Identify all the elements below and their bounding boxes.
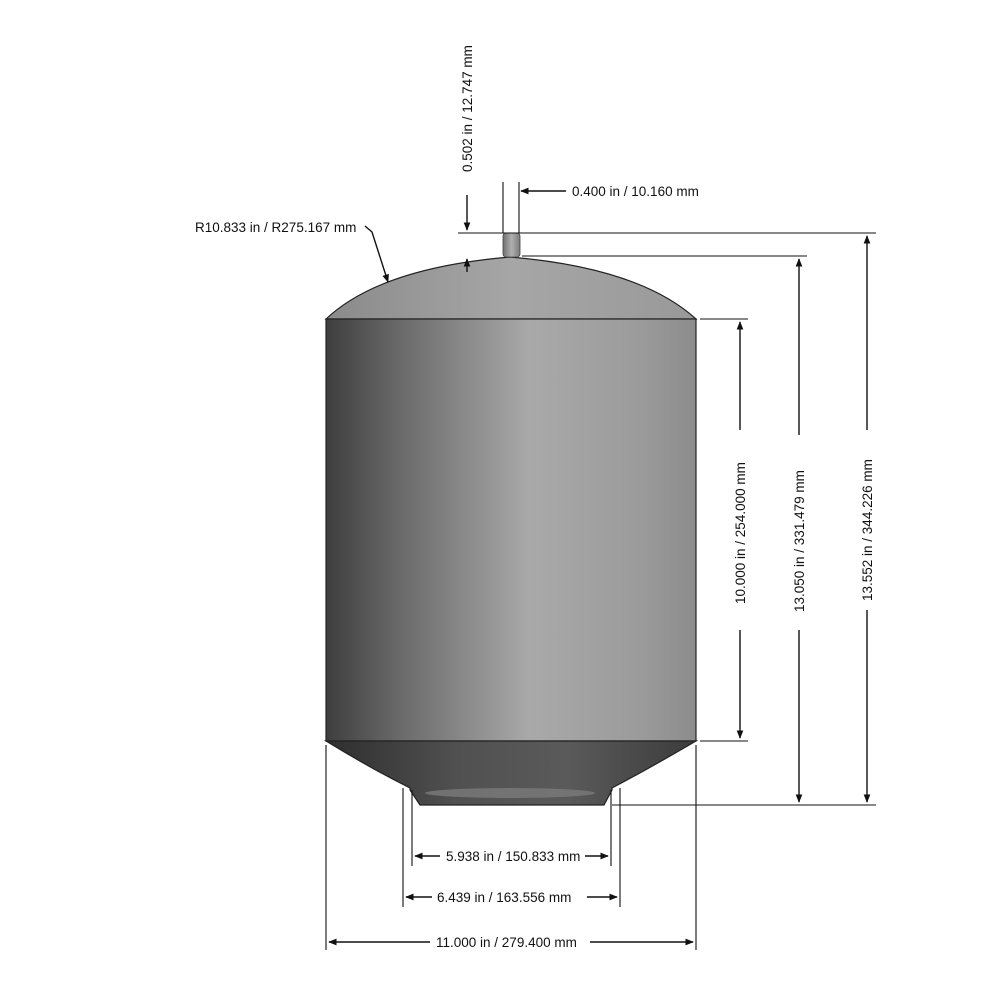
base-inner-width-label: 5.938 in / 150.833 mm <box>446 849 580 864</box>
top-dome <box>324 256 698 320</box>
base-highlight <box>425 788 595 798</box>
nozzle-width-label: 0.400 in / 10.160 mm <box>572 184 699 199</box>
nozzle <box>502 232 521 258</box>
tank <box>323 232 699 806</box>
bottom-base <box>323 740 699 806</box>
shell-height-label: 10.000 in / 254.000 mm <box>733 462 748 604</box>
nozzle-height-label: 0.502 in / 12.747 mm <box>460 45 475 172</box>
overall-height-label: 13.552 in / 344.226 mm <box>860 459 875 601</box>
cylinder-body <box>325 318 697 742</box>
dimension-annotations: 0.400 in / 10.160 mm 0.502 in / 12.747 m… <box>195 45 876 950</box>
dome-radius-label: R10.833 in / R275.167 mm <box>195 220 356 235</box>
dome-radius-leader <box>364 225 389 283</box>
base-outer-width-label: 6.439 in / 163.556 mm <box>437 890 571 905</box>
overall-width-label: 11.000 in / 279.400 mm <box>436 935 577 950</box>
body-height-label: 13.050 in / 331.479 mm <box>792 470 807 612</box>
